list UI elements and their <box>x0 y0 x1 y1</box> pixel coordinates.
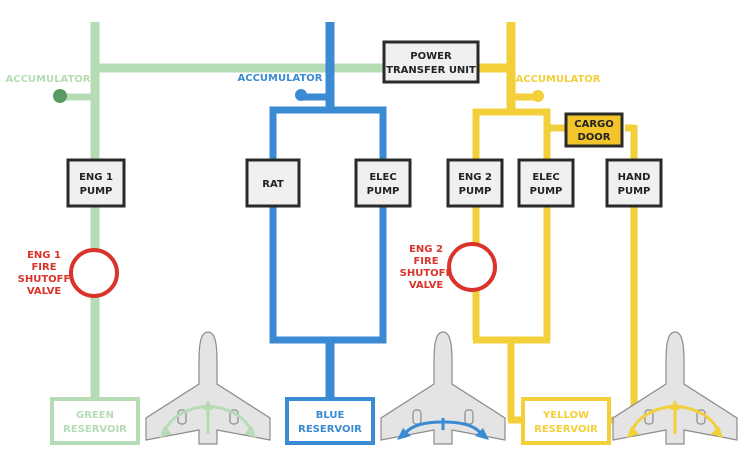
ptu-label-1: POWER <box>410 51 452 62</box>
yellow-accumulator-label: ACCUMULATOR <box>516 74 601 85</box>
blue-elec-pump-box: ELEC PUMP <box>354 158 412 208</box>
eng1-valve-line-3: SHUTOFF <box>18 274 71 285</box>
blue-reservoir-label-1: BLUE <box>316 410 345 421</box>
eng2-valve-line-2: FIRE <box>413 256 438 267</box>
eng2-pump-box: ENG 2 PUMP <box>446 158 504 208</box>
green-reservoir-box: GREEN RESERVOIR <box>50 397 140 445</box>
blue-elec-pump-label-1: ELEC <box>369 172 396 183</box>
airplane-icon <box>380 331 506 445</box>
green-reservoir-label-2: RESERVOIR <box>63 424 127 435</box>
eng2-pump-label-1: ENG 2 <box>458 172 492 183</box>
blue-loop <box>269 106 387 344</box>
cargo-door-label-2: DOOR <box>577 132 610 143</box>
eng1-valve-line-4: VALVE <box>27 286 62 297</box>
eng2-fire-shutoff-valve-icon <box>447 242 497 292</box>
yellow-accumulator-icon <box>532 90 544 102</box>
eng1-valve-line-1: ENG 1 <box>27 250 61 261</box>
blue-system: ACCUMULATOR RAT ELEC PUMP BLUE RESERVOIR <box>238 22 412 445</box>
aircraft-icon-yellow <box>612 331 738 445</box>
eng2-fire-shutoff-valve-label: ENG 2 FIRE SHUTOFF VALVE <box>400 244 453 291</box>
green-system: ACCUMULATOR ENG 1 PUMP ENG 1 FIRE SHUTOF… <box>6 22 384 445</box>
green-accumulator-label: ACCUMULATOR <box>6 74 91 85</box>
eng2-valve-line-3: SHUTOFF <box>400 268 453 279</box>
cargo-door-label-1: CARGO <box>574 119 614 130</box>
hand-pump-label-2: PUMP <box>618 186 651 197</box>
hand-pump-label-1: HAND <box>618 172 651 183</box>
yellow-reservoir-box: YELLOW RESERVOIR <box>521 397 611 445</box>
blue-accumulator-label: ACCUMULATOR <box>238 73 323 84</box>
yellow-reservoir-label-1: YELLOW <box>542 410 589 421</box>
blue-accumulator-icon <box>295 89 307 101</box>
eng1-pump-box: ENG 1 PUMP <box>66 158 126 208</box>
eng1-fire-shutoff-valve-icon <box>69 248 119 298</box>
hand-pump-box: HAND PUMP <box>605 158 663 208</box>
blue-elec-pump-label-2: PUMP <box>367 186 400 197</box>
yellow-elec-pump-label-2: PUMP <box>530 186 563 197</box>
eng2-pump-label-2: PUMP <box>459 186 492 197</box>
rat-label: RAT <box>262 179 284 190</box>
eng2-valve-line-1: ENG 2 <box>409 244 443 255</box>
eng1-pump-label-1: ENG 1 <box>79 172 113 183</box>
blue-reservoir-box: BLUE RESERVOIR <box>285 397 375 445</box>
yellow-elec-pump-box: ELEC PUMP <box>517 158 575 208</box>
rat-box: RAT <box>245 158 301 208</box>
eng1-valve-line-2: FIRE <box>31 262 56 273</box>
cargo-door-box: CARGO DOOR <box>564 112 624 148</box>
green-accumulator-icon <box>53 89 67 103</box>
yellow-reservoir-label-2: RESERVOIR <box>534 424 598 435</box>
yellow-elec-pump-label-1: ELEC <box>532 172 559 183</box>
power-transfer-unit-box: POWER TRANSFER UNIT <box>382 40 480 84</box>
eng2-valve-line-4: VALVE <box>409 280 444 291</box>
green-reservoir-label-1: GREEN <box>76 410 114 421</box>
eng1-fire-shutoff-valve-label: ENG 1 FIRE SHUTOFF VALVE <box>18 250 71 297</box>
aircraft-icon-blue <box>380 331 506 445</box>
ptu-label-2: TRANSFER UNIT <box>386 65 476 76</box>
eng1-pump-label-2: PUMP <box>80 186 113 197</box>
blue-reservoir-label-2: RESERVOIR <box>298 424 362 435</box>
aircraft-icon-green <box>145 331 271 445</box>
